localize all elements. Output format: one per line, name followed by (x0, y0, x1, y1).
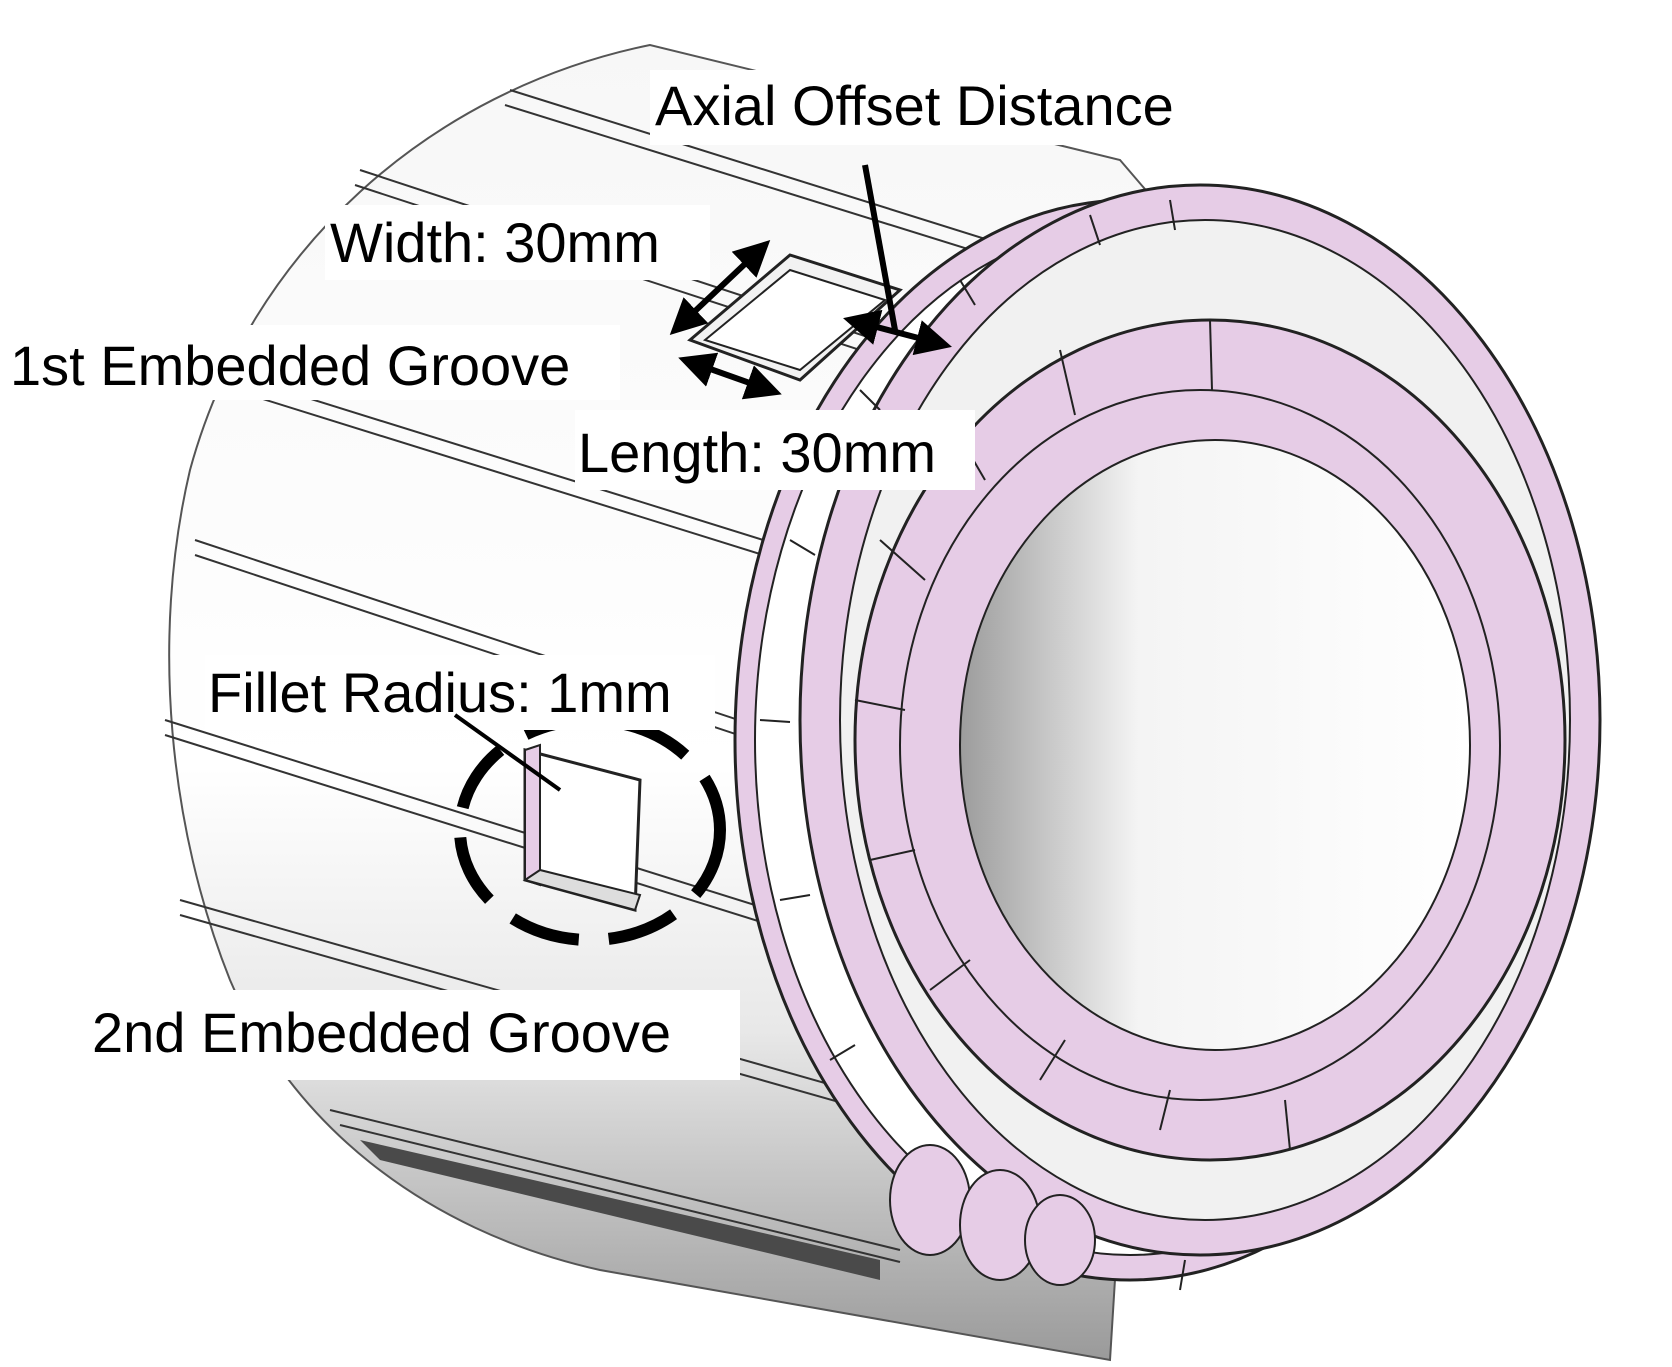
rollers (889, 1144, 1096, 1286)
fillet-radius-label: Fillet Radius: 1mm (208, 661, 672, 724)
width-arrow (669, 240, 771, 335)
second-groove (522, 743, 642, 912)
fillet-pointer (453, 713, 562, 792)
width-label: Width: 30mm (330, 211, 660, 274)
label-backgrounds (5, 70, 1220, 1080)
axial-offset-pointer (862, 164, 898, 331)
length-arrow (678, 352, 782, 400)
annotation-arrows (453, 164, 952, 792)
axial-offset-label: Axial Offset Distance (655, 74, 1174, 137)
length-label: Length: 30mm (578, 421, 936, 484)
inner-ring (853, 318, 1567, 1162)
first-groove-label: 1st Embedded Groove (10, 334, 570, 397)
second-groove-label: 2nd Embedded Groove (92, 1001, 671, 1064)
axial-offset-arrow (843, 309, 952, 356)
